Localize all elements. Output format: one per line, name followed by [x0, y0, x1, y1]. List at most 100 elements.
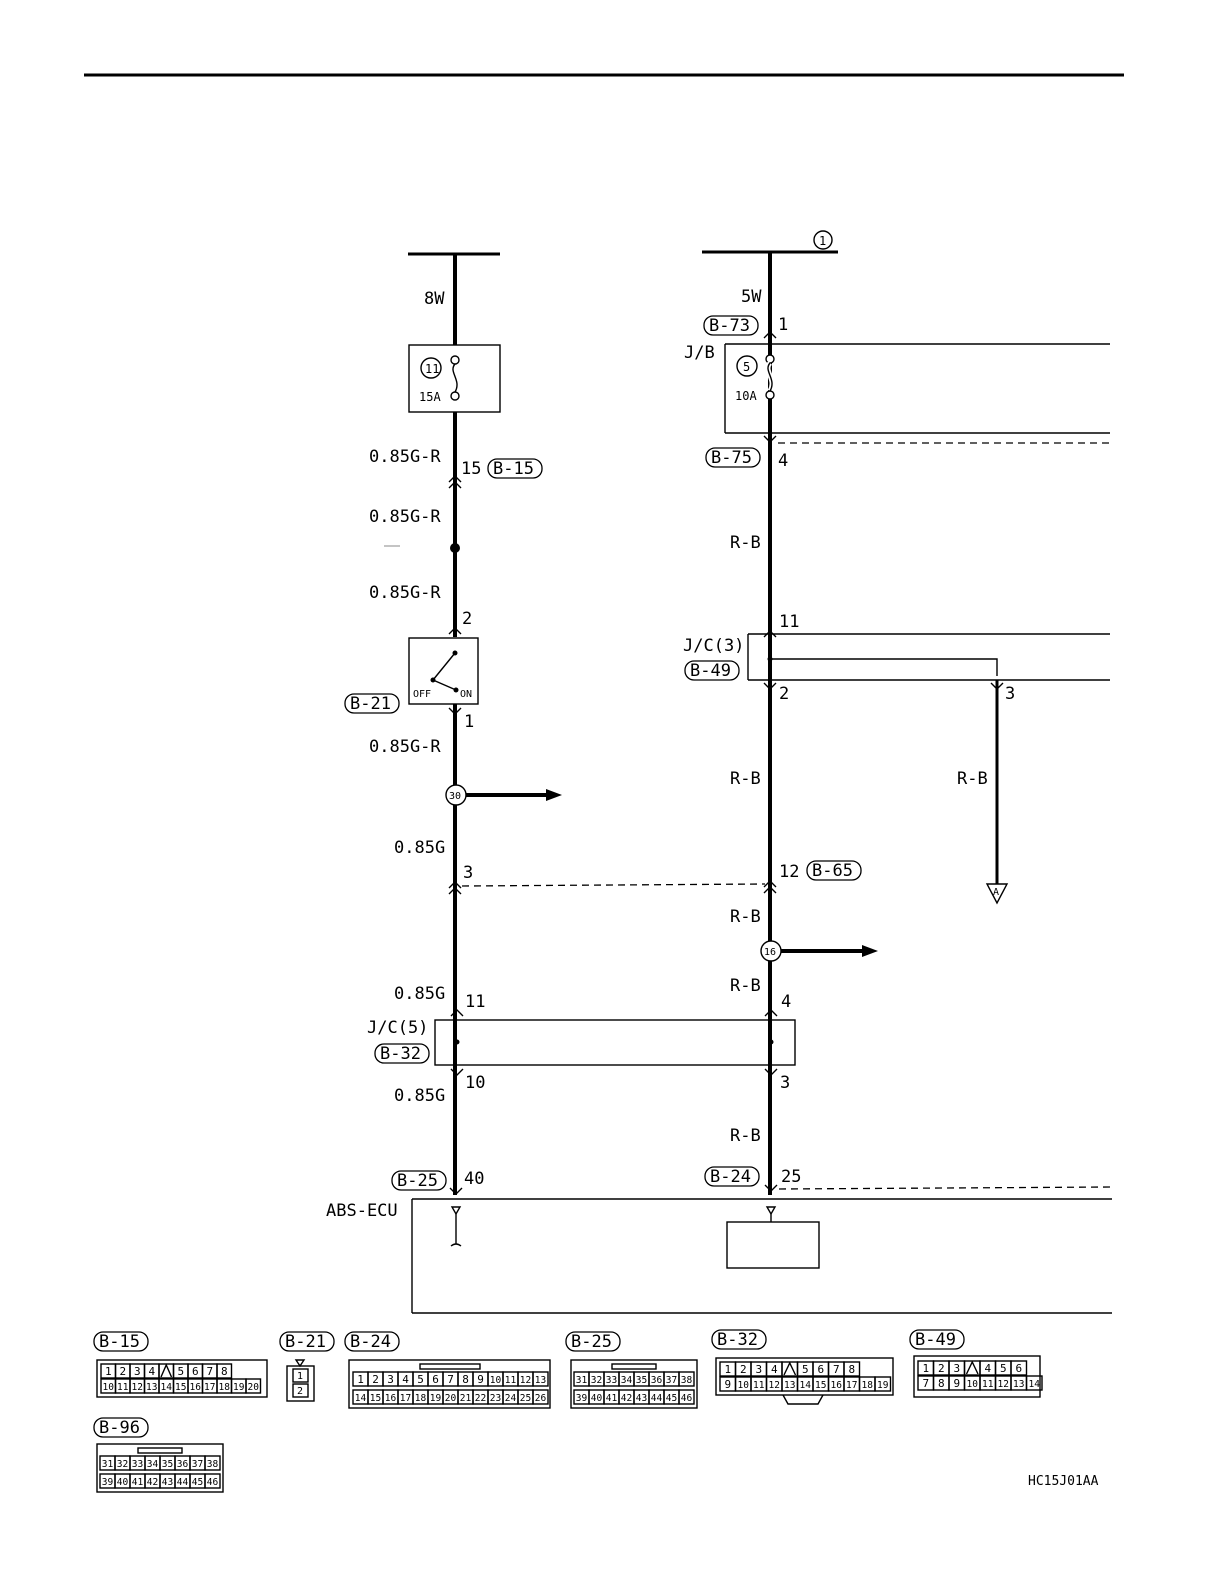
- wire-label-g-5: 0.85G: [394, 838, 445, 858]
- connector-tag-b75: [705, 447, 761, 468]
- cv-b15-pin: 19: [233, 1382, 245, 1393]
- left-circuit: 8W 11 15A 0.85G-R 15 B-15 0.85G-R 0.85G-…: [344, 252, 766, 1195]
- fuse-5-number: 5: [743, 360, 750, 374]
- cv-b21-tag: [279, 1331, 335, 1352]
- pin-3-jc3: 3: [1005, 684, 1015, 704]
- cv-b96-pin: 42: [147, 1477, 158, 1488]
- abs-ecu-label: ABS-ECU: [326, 1201, 398, 1221]
- jc5-label: J/C(5): [367, 1018, 428, 1038]
- wire-label-5w: 5W: [741, 287, 762, 307]
- connector-b21-label: B-21: [350, 694, 391, 714]
- cv-b15-tag: [93, 1331, 149, 1352]
- cv-b25-pin: 46: [681, 1393, 693, 1404]
- cv-b25-pin: 39: [576, 1393, 588, 1404]
- cv-b32-latch: [782, 1394, 824, 1405]
- cv-b24-pin: 3: [387, 1373, 394, 1386]
- connector-tag-b24: [704, 1166, 760, 1187]
- cv-b24-latch: [419, 1363, 481, 1370]
- fuse-11-terminal-bottom: [450, 391, 460, 401]
- cv-b15-cell: [245, 1378, 262, 1394]
- cv-b24-pin: 16: [385, 1393, 397, 1404]
- cv-b49-pin: 6: [1015, 1362, 1022, 1375]
- cv-b32-tag: [711, 1329, 767, 1350]
- connector-mark-jc5-top-icon: [450, 1009, 464, 1017]
- cv-b24-pin: 15: [370, 1393, 381, 1404]
- cv-b25-label: B-25: [571, 1332, 612, 1352]
- cv-b96-label: B-96: [99, 1418, 140, 1438]
- pin-10-jc5: 10: [465, 1073, 485, 1093]
- connector-tag-b73: [703, 315, 759, 336]
- cv-b49-pin: 14: [1029, 1379, 1041, 1390]
- cv-b96-pin: 33: [132, 1459, 143, 1470]
- wire-label-rb-2: R-B: [730, 769, 761, 789]
- cv-b25-pin: 43: [636, 1393, 647, 1404]
- pin-4-jc5: 4: [781, 992, 791, 1012]
- connector-b32-label: B-32: [380, 1044, 421, 1064]
- cv-b15-pin: 13: [146, 1382, 157, 1393]
- cv-b25-pin: 31: [576, 1375, 588, 1386]
- connector-tag-b15: [487, 458, 543, 479]
- cv-b32-pin: 15: [815, 1380, 826, 1391]
- cv-b49-pin: 8: [938, 1377, 945, 1390]
- cv-b15-label: B-15: [99, 1332, 140, 1352]
- cv-b32-pin: 17: [846, 1380, 857, 1391]
- abs-ecu: ABS-ECU: [326, 1198, 1112, 1314]
- switch-link: [432, 679, 457, 691]
- cv-b32-pin: 13: [784, 1380, 795, 1391]
- fuse-11-element-icon: [452, 363, 458, 393]
- pin-40: 40: [464, 1169, 484, 1189]
- cv-b96-tag: [93, 1417, 149, 1438]
- cv-b25-pin: 33: [606, 1375, 617, 1386]
- cv-b32-pin: 1: [724, 1363, 731, 1376]
- jc5-dot-left: [454, 1039, 460, 1045]
- cv-b96-outline: [96, 1443, 224, 1493]
- fuse-5-terminal-bottom: [765, 390, 775, 400]
- jb-label: J/B: [684, 343, 715, 363]
- cv-b49-pin: 2: [938, 1362, 945, 1375]
- splice-dot: [450, 543, 460, 553]
- cv-b96-pin: 41: [132, 1477, 144, 1488]
- cv-b15-pin: 15: [175, 1382, 186, 1393]
- fuse-5-element-icon: [767, 362, 773, 392]
- connector-mark-b75-icon: [763, 435, 777, 443]
- cv-b25-pin: 42: [621, 1393, 632, 1404]
- node-30-label: 30: [449, 791, 461, 802]
- cv-b15-key-icon: [160, 1363, 173, 1378]
- cv-b24-pin: 12: [520, 1375, 531, 1386]
- cv-b32-pin: 11: [753, 1380, 765, 1391]
- connector-mark-b25-icon: [449, 1187, 463, 1195]
- connector-mark-jc5-r-top-icon: [764, 1009, 778, 1017]
- switch-on-label: ON: [460, 689, 472, 700]
- cv-b96-cell: [204, 1473, 221, 1489]
- jc3-internal-link: [770, 658, 998, 676]
- branch-16-arrow-icon: [862, 945, 878, 957]
- connector-mark-b65-icon: [763, 880, 777, 894]
- cv-b21-cell-2: [292, 1383, 309, 1398]
- pin-1-switch: 1: [464, 712, 474, 732]
- cv-b32-pin: 14: [800, 1380, 812, 1391]
- cv-b96-pin: 32: [117, 1459, 128, 1470]
- cv-b15-pin: 7: [206, 1365, 213, 1378]
- cv-b15-pin: 11: [117, 1382, 129, 1393]
- cv-b24-pin: 25: [520, 1393, 531, 1404]
- cv-b96-pin: 45: [192, 1477, 203, 1488]
- cv-b32-label: B-32: [717, 1330, 758, 1350]
- cv-b15-pin: 16: [190, 1382, 202, 1393]
- switch-b21-box: [408, 637, 479, 705]
- cv-b24-pin: 24: [505, 1393, 517, 1404]
- cv-b25-cell: [678, 1389, 695, 1405]
- cv-b21-cell-1: [292, 1368, 309, 1383]
- cv-b21-pin-1: 1: [297, 1371, 303, 1382]
- cv-b49-pin: 10: [967, 1379, 979, 1390]
- cv-b32-pin: 3: [755, 1363, 762, 1376]
- switch-off-label: OFF: [413, 689, 431, 700]
- abs-ecu-internal-block: [726, 1221, 820, 1269]
- fuse-5-terminal-top: [765, 354, 775, 364]
- cv-b24-pin: 11: [505, 1375, 517, 1386]
